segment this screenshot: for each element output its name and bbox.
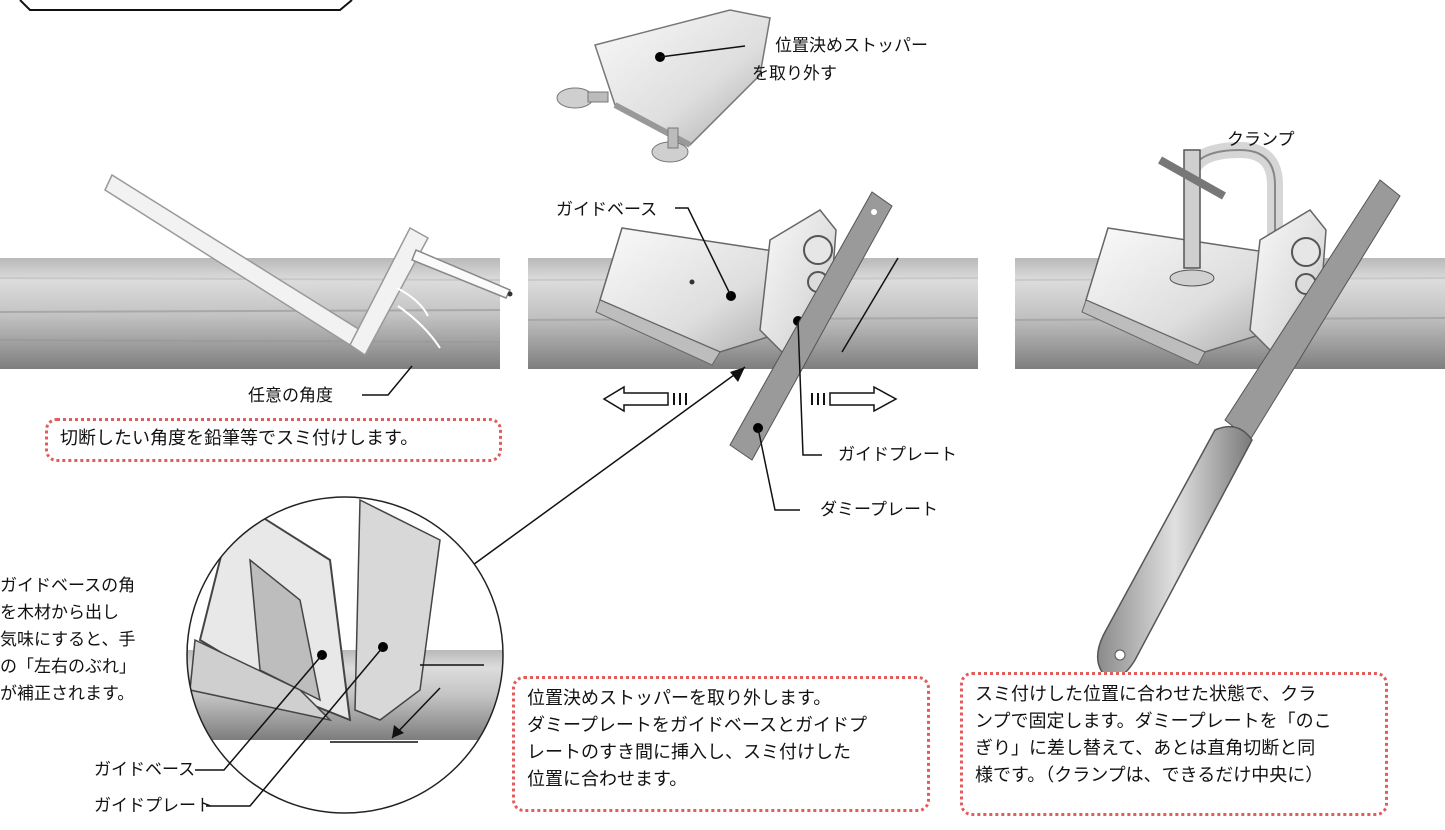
magnifier-circle-icon xyxy=(186,496,504,814)
clamp-icon xyxy=(1158,141,1283,287)
arrow-right-icon xyxy=(811,385,898,413)
step2-note: 位置決めストッパーを取り外します。 ダミープレートをガイドベースとガイドプ レー… xyxy=(512,676,930,812)
any-angle-label: 任意の角度 xyxy=(248,386,333,406)
header-frame xyxy=(19,0,353,11)
arrow-left-icon xyxy=(602,385,687,413)
guide-base-label: ガイドベース xyxy=(556,200,658,220)
side-tip-text: ガイドベースの角 を木材から出し 気味にすると、手 の「左右のぶれ」 が補正され… xyxy=(0,576,136,704)
zoom-guide-base-label: ガイドベース xyxy=(94,760,196,780)
dummy-plate-label: ダミープレート xyxy=(820,500,938,520)
step3-note: スミ付けした位置に合わせた状態で、クラ ンプで固定します。ダミープレートを「のこ… xyxy=(960,672,1388,816)
guide-plate-label: ガイドプレート xyxy=(838,445,957,465)
zoom-guide-plate-label: ガイドプレート xyxy=(94,796,213,816)
stopper-icon xyxy=(556,9,771,163)
stopper-label-line2: を取り外す xyxy=(752,64,837,84)
pencil-icon xyxy=(411,249,513,299)
guide-base-icon xyxy=(595,227,801,366)
square-ruler-icon xyxy=(104,173,430,357)
guide-base-icon-right xyxy=(1081,227,1286,366)
clamp-label: クランプ xyxy=(1227,130,1295,150)
angle-leader xyxy=(362,365,413,396)
stopper-label: 位置決めストッパー xyxy=(775,36,928,56)
step1-note: 切断したい角度を鉛筆等でスミ付けします。 xyxy=(45,418,502,462)
dummy-plate-icon xyxy=(729,191,893,461)
